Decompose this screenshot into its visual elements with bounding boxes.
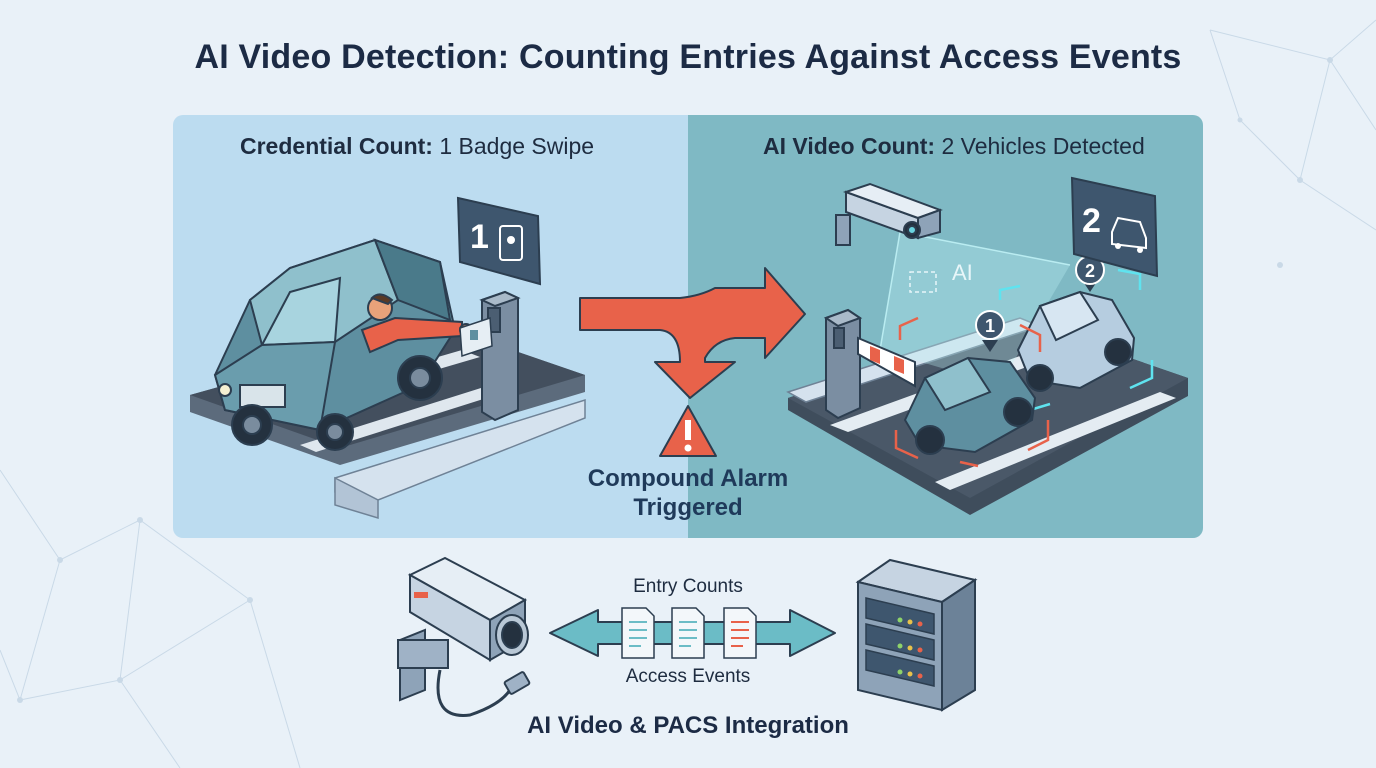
compound-alarm-arrow — [579, 267, 806, 399]
ai-video-count-value: 2 Vehicles Detected — [941, 133, 1145, 159]
document-icon-2 — [671, 607, 705, 659]
credential-count-sign: 1 — [456, 196, 542, 286]
credential-count-label: Credential Count: 1 Badge Swipe — [240, 133, 594, 160]
document-icon-3 — [723, 607, 757, 659]
left-car-icon — [213, 238, 457, 451]
gate-barrier-arm — [857, 336, 916, 388]
access-card-icon — [459, 316, 493, 358]
first-vehicle-marker: 1 — [975, 310, 1005, 352]
entry-counts-caption: Entry Counts — [633, 576, 743, 597]
vehicle-count-number: 2 — [1082, 202, 1101, 240]
first-vehicle-detection-box — [894, 316, 1050, 468]
access-events-caption: Access Events — [625, 666, 751, 687]
first-vehicle-icon — [903, 356, 1037, 455]
integration-camera-icon — [397, 556, 531, 717]
vehicle-count-sign: 2 — [1070, 176, 1159, 278]
gate-post — [823, 308, 863, 420]
document-icons — [621, 607, 757, 659]
second-vehicle-icon — [1016, 290, 1136, 392]
camera-view-cone: AI — [879, 231, 1071, 385]
page-title: AI Video Detection: Counting Entries Aga… — [194, 38, 1182, 76]
second-vehicle-marker-number: 2 — [1085, 261, 1095, 281]
ai-video-count-heading: AI Video Count: — [763, 133, 936, 159]
first-vehicle-marker-number: 1 — [985, 316, 995, 336]
document-icon-1 — [621, 607, 655, 659]
compound-alarm-line-1: Compound Alarm — [587, 465, 789, 492]
warning-icon — [659, 405, 717, 457]
pacs-server-icon — [855, 558, 978, 712]
ai-detection-tag: AI — [952, 260, 973, 285]
integration-title: AI Video & PACS Integration — [527, 712, 849, 739]
ai-video-count-label: AI Video Count: 2 Vehicles Detected — [763, 133, 1145, 160]
badge-reader-post — [479, 290, 521, 422]
credential-count-value: 1 Badge Swipe — [439, 133, 595, 159]
compound-alarm-label: Compound Alarm Triggered — [560, 464, 816, 522]
credential-count-number: 1 — [470, 218, 489, 256]
compound-alarm-line-2: Triggered — [633, 494, 743, 521]
credential-count-heading: Credential Count: — [240, 133, 433, 159]
security-camera-icon — [835, 182, 943, 246]
